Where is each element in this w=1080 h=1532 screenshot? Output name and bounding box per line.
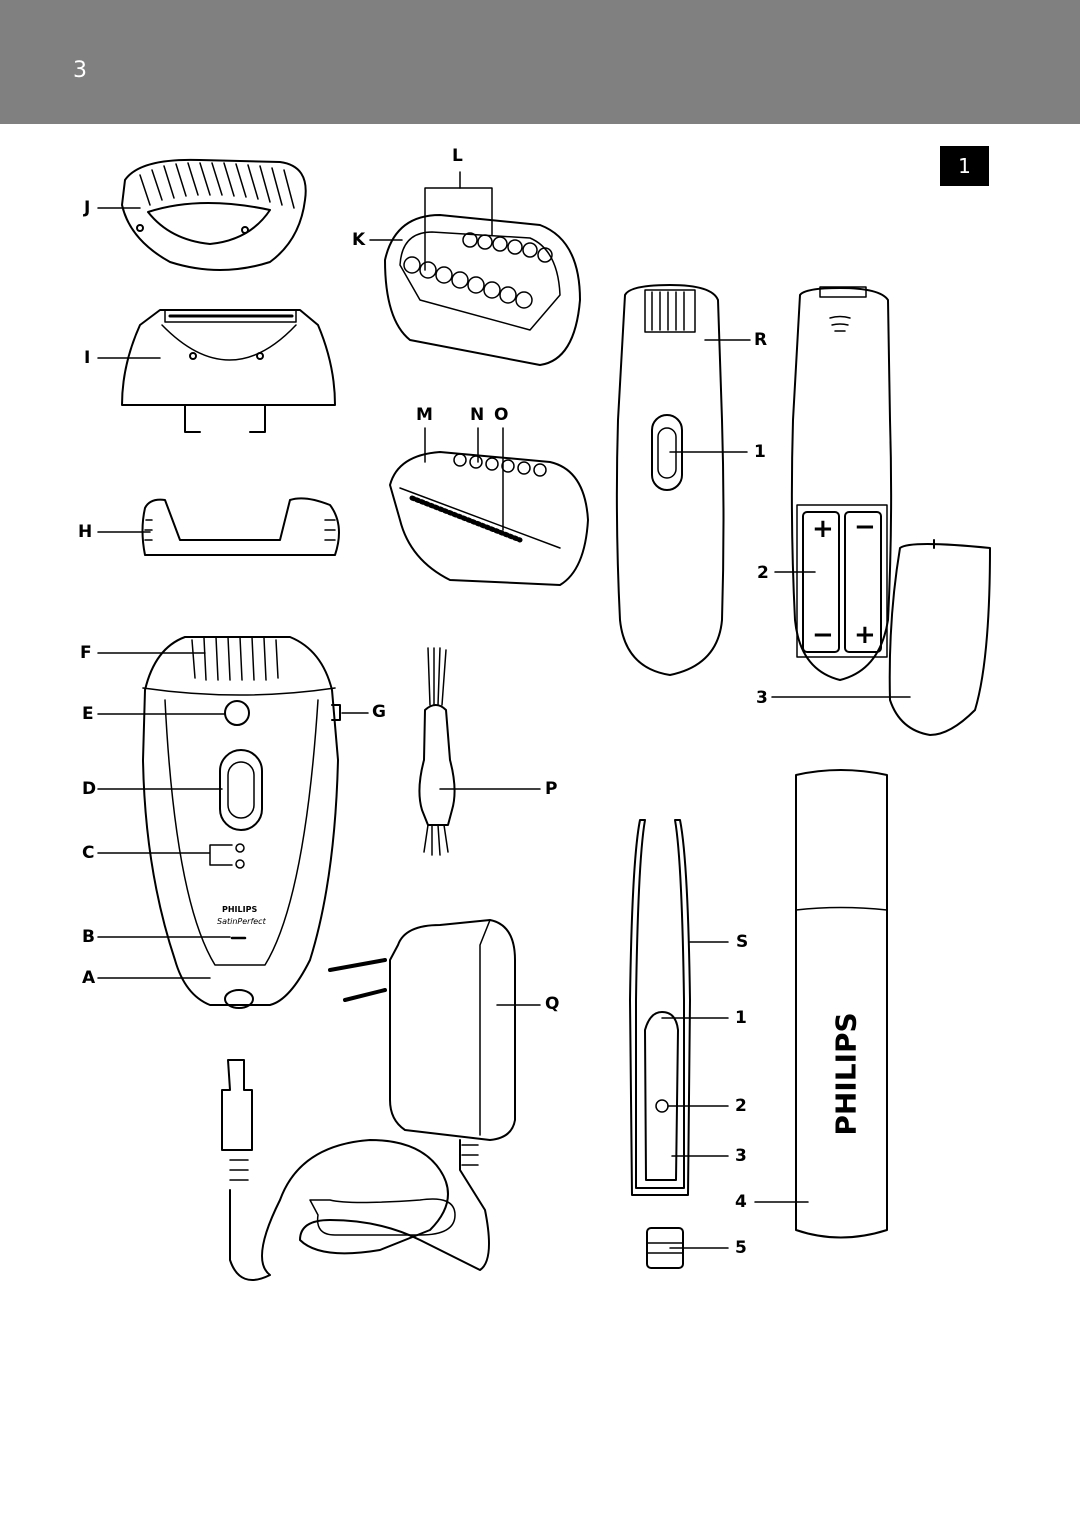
trimmer-front-illustration: [615, 284, 751, 676]
label-r: R: [754, 330, 768, 350]
trimmer-label-3: 3: [756, 688, 768, 708]
cap-j-illustration: [97, 158, 307, 271]
figure-number-badge: 1: [940, 146, 989, 186]
tweezer-label-5: 5: [735, 1238, 747, 1258]
power-adapter-illustration: [221, 919, 541, 1281]
tweezer-label-1: 1: [735, 1008, 747, 1028]
battery-minus-sign-bottom: −: [812, 620, 834, 650]
massage-head-illustration: [389, 427, 589, 586]
epilating-head-k-illustration: [369, 171, 581, 366]
label-q: Q: [545, 994, 560, 1014]
tweezer-label-3: 3: [735, 1146, 747, 1166]
epilator-model-name: SatinPerfect: [217, 917, 266, 926]
tweezer-label-2: 2: [735, 1096, 747, 1116]
label-m: M: [416, 405, 433, 425]
label-k: K: [352, 230, 366, 250]
cleaning-brush-illustration: [418, 647, 541, 856]
pen-brand-logo: PHILIPS: [829, 1012, 863, 1136]
label-o: O: [494, 405, 509, 425]
label-l: L: [452, 146, 463, 166]
page-number: 3: [73, 58, 87, 83]
tweezers-case-illustration: [754, 769, 888, 1239]
label-e: E: [82, 704, 94, 724]
tweezer-label-4: 4: [735, 1192, 747, 1212]
epilator-brand-logo: PHILIPS: [222, 905, 258, 914]
label-g: G: [372, 702, 386, 722]
label-j: J: [84, 198, 91, 218]
battery-minus-sign-top: −: [854, 512, 876, 542]
tweezers-illustration: [629, 819, 729, 1269]
trimmer-label-2: 2: [757, 563, 769, 583]
label-n: N: [470, 405, 485, 425]
label-c: C: [82, 843, 95, 863]
label-i: I: [84, 348, 91, 368]
comb-h-illustration: [97, 497, 340, 556]
epilator-body-illustration: [97, 636, 369, 1009]
label-d: D: [82, 779, 97, 799]
shaving-head-i-illustration: [97, 309, 336, 433]
label-s: S: [736, 932, 749, 952]
trimmer-label-1: 1: [754, 442, 766, 462]
label-p: P: [545, 779, 558, 799]
label-b: B: [82, 927, 95, 947]
label-h: H: [78, 522, 93, 542]
label-f: F: [80, 643, 92, 663]
battery-plus-sign-top: +: [812, 514, 834, 544]
trimmer-battery-compartment-illustration: [771, 286, 991, 736]
battery-plus-sign-bottom: +: [854, 620, 876, 650]
page-header: 3: [0, 0, 1080, 124]
label-a: A: [82, 968, 96, 988]
